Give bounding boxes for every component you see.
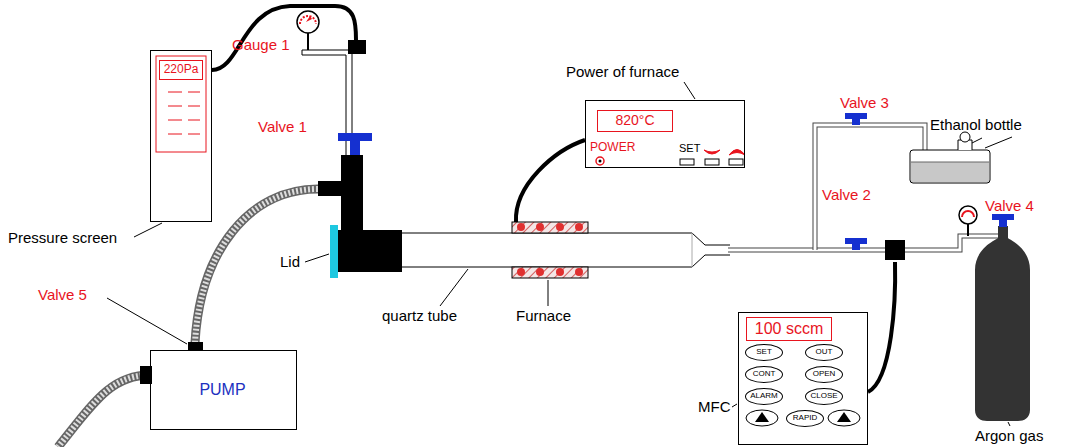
valve-label: Valve 5 — [38, 286, 87, 303]
valve-label: Valve 4 — [985, 197, 1034, 214]
part-label: Pressure screen — [8, 229, 117, 246]
valve-symbol — [845, 113, 867, 250]
button-label: CONT — [746, 367, 782, 382]
pump-label: PUMP — [151, 351, 294, 429]
button-label: RAPID — [787, 411, 823, 426]
part-label: Furnace — [516, 307, 571, 324]
part-label: Power of furnace — [566, 63, 679, 80]
part-label: Argon gas — [975, 427, 1043, 444]
furnace-controller: 820°C POWER SET — [585, 100, 745, 168]
quartz-tube — [402, 233, 730, 267]
button-label: OUT — [806, 345, 842, 360]
mfc-button: CLOSE — [805, 388, 843, 405]
valve-label: Gauge 1 — [232, 36, 290, 53]
mfc-button: SET — [745, 344, 783, 361]
part-label: quartz tube — [382, 307, 457, 324]
furnace-heater — [512, 222, 588, 278]
valve-label: Valve 2 — [822, 186, 871, 203]
signal-cable — [212, 6, 356, 70]
flow-readout: 100 sccm — [746, 317, 832, 341]
button-label: CLOSE — [806, 389, 842, 404]
button-label: SET — [746, 345, 782, 360]
mass-flow-controller: 100 sccmSET OUT CONT OPEN ALARM CLOSE RAPID — [738, 312, 868, 445]
furnace-cable — [516, 140, 585, 222]
valve-symbol — [318, 133, 372, 231]
argon-cylinder — [959, 206, 1030, 421]
mfc-button: CONT — [745, 366, 783, 383]
exhaust-hose — [58, 375, 150, 447]
mfc-button: OUT — [805, 344, 843, 361]
mfc-button: OPEN — [805, 366, 843, 383]
part-label: Lid — [280, 253, 300, 270]
gauge-symbol — [297, 11, 366, 230]
set-label: SET — [679, 141, 700, 155]
valve-label: Valve 1 — [258, 118, 307, 135]
temperature-readout: 820°C — [597, 110, 673, 132]
vacuum-pump: PUMP — [150, 350, 297, 430]
screen-dashes — [168, 92, 200, 134]
mfc-button: RAPID — [786, 410, 824, 427]
arrow-button — [746, 410, 860, 426]
mfc-cable — [868, 262, 895, 392]
screen-frame — [156, 56, 206, 152]
valve-label: Valve 3 — [840, 94, 889, 111]
mfc-connector — [885, 240, 905, 260]
end-cap — [337, 230, 402, 272]
hose-braid — [58, 375, 150, 447]
gas-pipe — [728, 125, 1000, 250]
hose-braid — [195, 189, 318, 343]
vacuum-hose — [195, 189, 318, 343]
power-label: POWER — [590, 141, 635, 155]
ethanol-bottle — [910, 132, 990, 183]
pressure-readout: 220Pa — [159, 60, 203, 80]
leader-line — [107, 82, 1012, 426]
button-label: ALARM — [746, 389, 782, 404]
pressure-screen: 220Pa — [150, 50, 212, 222]
part-label: MFC — [698, 398, 731, 415]
button-label: OPEN — [806, 367, 842, 382]
lid — [330, 225, 338, 278]
part-label: Ethanol bottle — [930, 116, 1022, 133]
mfc-button: ALARM — [745, 388, 783, 405]
